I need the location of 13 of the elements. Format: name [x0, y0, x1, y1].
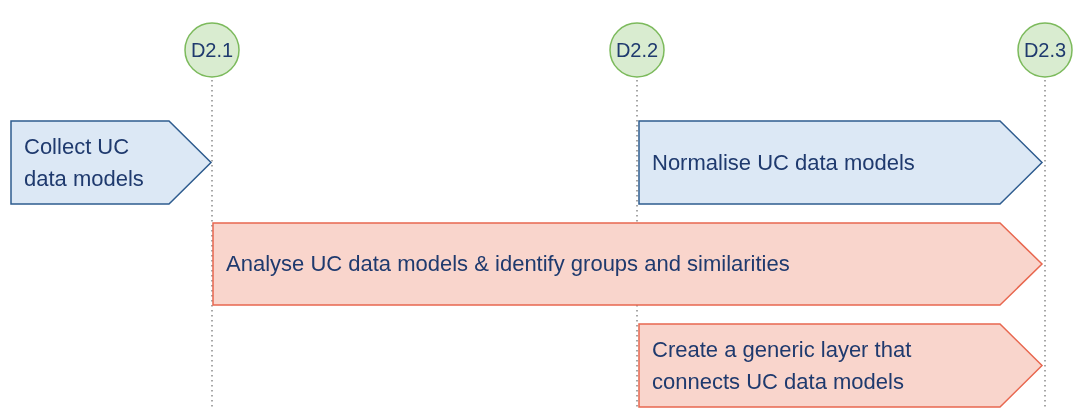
- milestone-label: D2.1: [189, 38, 235, 63]
- task-label: Normalise UC data models: [652, 148, 916, 177]
- milestone-label: D2.3: [1022, 38, 1068, 63]
- task-label: Create a generic layer that connects UC data models: [652, 335, 913, 396]
- task-label: Collect UC data models: [24, 132, 145, 193]
- milestone-circle: [1017, 22, 1073, 78]
- milestone-circle: [609, 22, 665, 78]
- task-arrow: [638, 120, 1043, 205]
- task-arrow: [638, 323, 1043, 408]
- task-arrow: [10, 120, 212, 205]
- milestone-label: D2.2: [614, 38, 660, 63]
- milestone-circle: [184, 22, 240, 78]
- task-label: Analyse UC data models & identify groups and similarities: [226, 250, 791, 278]
